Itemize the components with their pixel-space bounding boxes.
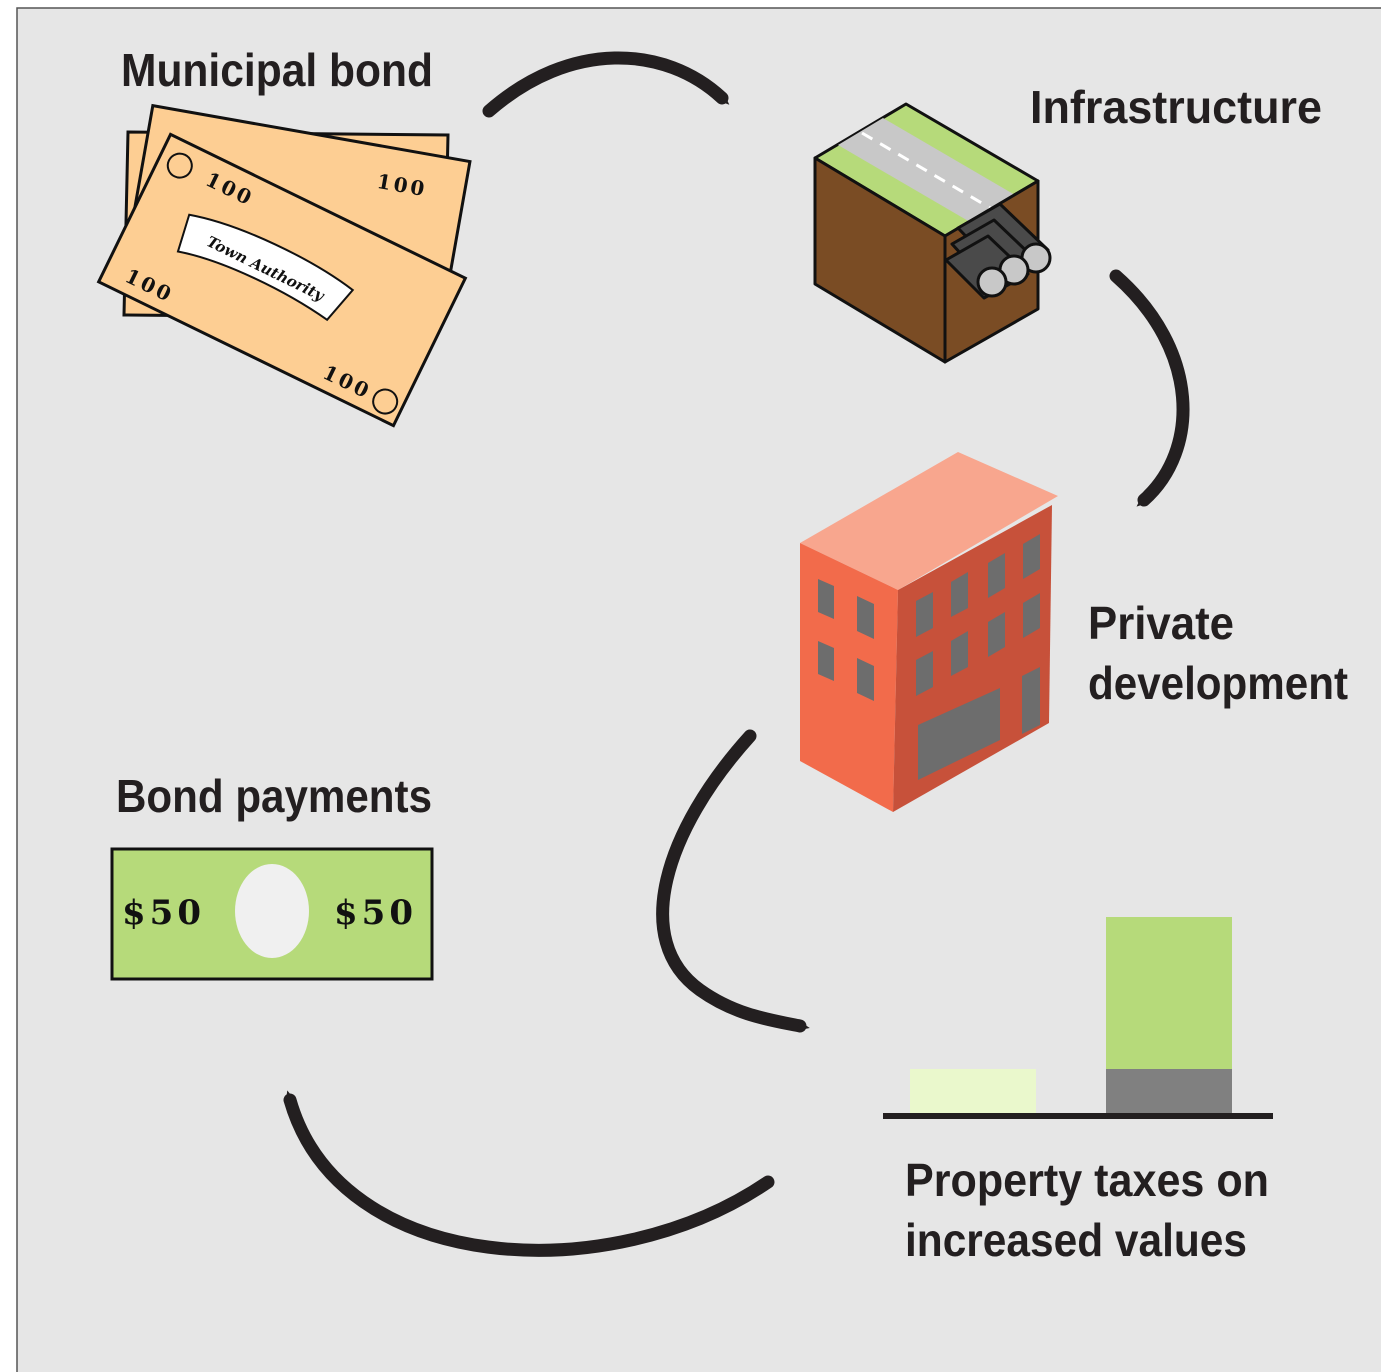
tax-bar-icon [883,917,1273,1119]
arrow-icon-infrastructure-to-development [1109,269,1190,507]
bond-note-ribbon [176,213,355,322]
arrow-icon-development-to-taxes [656,729,810,1033]
tax-bar-after-increase [1106,917,1232,1069]
infrastructure-label: Infrastructure [1030,81,1322,133]
bill-portrait-oval [235,864,309,958]
bond-note-seal [166,152,193,179]
bill-value-left: $50 [122,893,205,933]
building-icon [800,452,1058,812]
building-roof [800,452,1058,590]
property-taxes-label: Property taxes on [905,1154,1269,1206]
municipal-bond-label: Municipal bond [121,44,433,96]
cycle-arrows [283,51,1190,1257]
bond-note-seal-br [372,388,399,415]
building-windows [818,534,1040,780]
bond-notes-icon: 100 100 Town Authority 100 100 100 [96,103,472,428]
bond-payments-label: Bond payments [116,770,432,822]
development-label: development [1088,657,1348,709]
arrow-icon-taxes-to-payments [283,1090,775,1257]
infrastructure-block-icon [813,102,1052,364]
tax-bar-after-base [1106,1069,1232,1114]
fifty-dollar-bill-icon: $50 $50 [110,847,434,981]
tax-bar-before [910,1069,1036,1114]
arrow-icon-bond-to-infrastructure [482,51,730,118]
pipes-icon [944,202,1052,300]
bill-value-right: $50 [334,893,417,933]
private-label: Private [1088,597,1234,649]
increased-values-label: increased values [905,1214,1247,1266]
road-centerline [861,131,993,211]
